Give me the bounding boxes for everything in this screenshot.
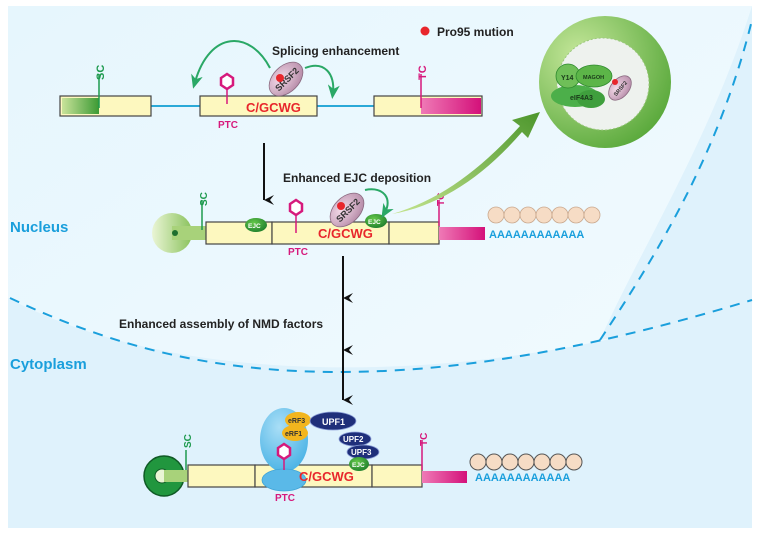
pabp: [517, 453, 535, 471]
pabp: [551, 206, 569, 224]
y14-label: Y14: [561, 75, 574, 82]
ejc-label: EJC: [368, 219, 381, 226]
pabp: [549, 453, 567, 471]
pabp-chain: [487, 206, 601, 224]
pabp: [535, 206, 553, 224]
pabp: [565, 453, 583, 471]
ejc: [349, 457, 369, 471]
pabp: [501, 453, 519, 471]
sc-label: SC: [199, 192, 210, 206]
splicing-arrow-right: [304, 64, 340, 99]
legend-mutation-label: Pro95 mution: [437, 25, 514, 39]
ejc-label: EJC: [352, 462, 365, 469]
pabp: [519, 206, 537, 224]
ejc-label: EJC: [248, 223, 261, 230]
erf1-label: eRF1: [285, 431, 302, 438]
motif-label: C/GCWG: [318, 226, 373, 241]
pabp: [503, 206, 521, 224]
tc-label: TC: [436, 193, 447, 206]
pabp: [533, 453, 551, 471]
tc-label: TC: [417, 65, 429, 80]
pabp: [469, 453, 487, 471]
exon-2: [199, 95, 318, 117]
5utr: [62, 98, 99, 114]
motif-label: C/GCWG: [299, 469, 354, 484]
magoh-protein: [575, 64, 613, 88]
cytoplasm-label: Cytoplasm: [10, 356, 87, 373]
exon-3: [388, 221, 440, 245]
polya-tail: AAAAAAAAAAAA: [475, 472, 570, 484]
pre-mrna: SC C/GCWG PTC TC SRSF2 Splicing enhancem…: [59, 40, 483, 131]
eif4a3-lobe: [577, 90, 605, 108]
mrna-nucleus: SC TC EJC PTC C/GCWG SRSF2 EJC Enhanced …: [152, 171, 601, 258]
nuclear-envelope-right: [599, 19, 753, 341]
upf2-label: UPF2: [343, 435, 364, 444]
nucleus-label: Nucleus: [10, 219, 68, 236]
cytoplasm-background-right: [600, 6, 752, 340]
nuclear-envelope-bottom: [9, 297, 753, 374]
sc-label: SC: [183, 434, 194, 448]
tc-label: TC: [419, 433, 430, 446]
step-nmd-label: Enhanced assembly of NMD factors: [119, 317, 323, 331]
motif-label: C/GCWG: [246, 100, 301, 115]
cap-linker: [164, 470, 188, 482]
srsf2-protein: SRSF2: [329, 192, 365, 228]
exon-3: [371, 464, 423, 488]
upf1-label: UPF1: [322, 417, 345, 427]
pabp: [567, 206, 585, 224]
mutation-dot-icon: [612, 79, 618, 85]
cap-linker: [172, 226, 206, 240]
polya-tail: AAAAAAAAAAAA: [489, 229, 584, 241]
mutation-dot-icon: [420, 26, 430, 36]
step-splicing-label: Splicing enhancement: [272, 44, 399, 58]
cap-dot: [172, 230, 178, 236]
pabp: [487, 206, 505, 224]
stop-sign-icon: [288, 198, 304, 217]
sc-label: SC: [95, 65, 107, 80]
pabp: [583, 206, 601, 224]
mutation-dot-icon: [276, 74, 284, 82]
upf3-label: UPF3: [351, 448, 372, 457]
splicing-arrow-left: [191, 40, 271, 89]
erf1-protein: [282, 425, 308, 441]
mrna-cytoplasm: SC TC PTC C/GCWG eRF3 eRF1 UPF1 UPF2 UPF…: [143, 408, 583, 504]
legend-mutation: Pro95 mution: [420, 25, 514, 39]
magoh-label: MAGOH: [583, 75, 604, 81]
3utr: [421, 98, 481, 114]
ejc-1: [245, 218, 267, 232]
erf3-label: eRF3: [288, 418, 305, 425]
ptc-label: PTC: [288, 247, 308, 258]
step-ejc-label: Enhanced EJC deposition: [283, 171, 431, 185]
deposition-arrow: [364, 188, 394, 219]
3utr: [422, 471, 467, 483]
exon-1: [187, 464, 256, 488]
eif4a3-label: eIF4A3: [570, 95, 593, 102]
pabp: [485, 453, 503, 471]
pabp-chain: [469, 453, 583, 471]
ejc-inset: Y14 MAGOH eIF4A3 SRSF2: [539, 16, 671, 148]
ptc-label: PTC: [275, 493, 295, 504]
stop-sign-icon: [219, 72, 235, 91]
zoom-arrow: [392, 112, 540, 214]
3utr: [439, 227, 485, 240]
ptc-label: PTC: [218, 120, 238, 131]
stop-sign-icon: [276, 442, 292, 461]
erf3-protein: [285, 412, 311, 428]
upf1-protein: [309, 411, 357, 431]
mutation-dot-icon: [337, 202, 345, 210]
